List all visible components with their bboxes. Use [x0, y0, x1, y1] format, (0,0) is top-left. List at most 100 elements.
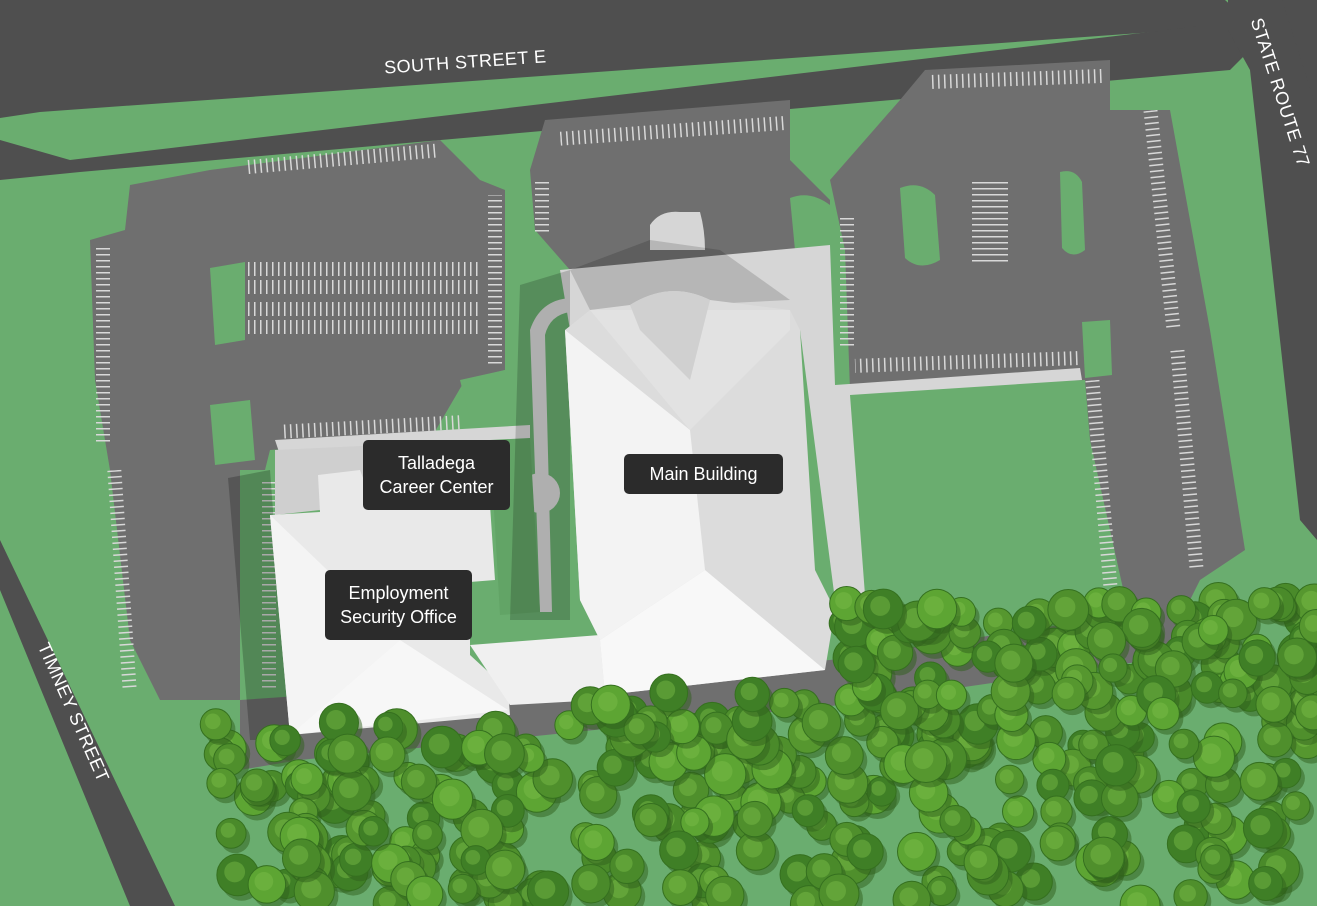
- tree: [791, 794, 825, 828]
- tree-highlight: [1285, 795, 1300, 810]
- tree-highlight: [1157, 785, 1175, 803]
- tree: [963, 844, 1000, 881]
- parking-stalls: [248, 280, 480, 294]
- tree: [431, 778, 474, 820]
- tree-highlight: [796, 891, 816, 906]
- tree-highlight: [224, 861, 246, 883]
- tree-highlight: [585, 782, 605, 802]
- tree-highlight: [887, 698, 907, 718]
- sidewalk-plaza: [560, 245, 1082, 600]
- tree: [705, 875, 745, 906]
- tree: [904, 740, 948, 783]
- tree-highlight: [711, 761, 733, 782]
- tree-highlight: [1200, 743, 1222, 764]
- tree: [837, 645, 876, 684]
- tree-highlight: [1152, 702, 1169, 719]
- tree: [1121, 607, 1162, 648]
- label-main-building-line1: Main Building: [649, 464, 758, 484]
- tree-highlight: [1102, 657, 1118, 673]
- tree-highlight: [452, 878, 467, 894]
- tree-highlight: [940, 684, 957, 700]
- parking-stalls: [1143, 109, 1181, 331]
- tree-highlight: [924, 596, 944, 616]
- tree-highlight: [1253, 592, 1270, 609]
- tree-highlight: [1245, 645, 1264, 665]
- label-employment-office-line1: Employment: [348, 583, 449, 603]
- parking-stalls: [248, 302, 480, 316]
- tree-highlight: [218, 748, 235, 765]
- tree-highlight: [740, 682, 758, 701]
- tree: [484, 733, 525, 774]
- tree: [358, 816, 389, 847]
- label-employment-office-line2: Security Office: [340, 607, 457, 627]
- tree: [818, 873, 860, 906]
- grass-island: [1082, 320, 1112, 378]
- tree: [801, 702, 842, 743]
- main-building-dome: [630, 291, 710, 380]
- tree-highlight: [491, 740, 512, 761]
- tree-highlight: [467, 736, 485, 754]
- tree-highlight: [326, 710, 346, 730]
- tree-highlight: [1107, 592, 1126, 611]
- tree: [892, 880, 932, 906]
- tree-highlight: [812, 859, 831, 878]
- tree-highlight: [839, 688, 857, 705]
- tree-highlight: [712, 882, 732, 902]
- tree-highlight: [378, 716, 393, 732]
- tree-highlight: [1097, 822, 1116, 841]
- tree: [824, 736, 864, 776]
- tree: [935, 679, 968, 711]
- tree: [577, 823, 615, 861]
- tree: [1200, 844, 1232, 876]
- tree-highlight: [1143, 682, 1163, 702]
- tree: [846, 833, 884, 871]
- grass-island: [210, 262, 245, 345]
- parking-stalls: [1085, 379, 1119, 601]
- tree: [215, 817, 247, 849]
- parking-stalls: [244, 143, 438, 175]
- tree-highlight: [578, 871, 598, 891]
- tree: [1218, 678, 1248, 709]
- tree-highlight: [981, 699, 998, 715]
- tree: [400, 763, 438, 800]
- tree-highlight: [363, 820, 378, 836]
- tree-highlight: [301, 878, 322, 899]
- grass-island: [1060, 171, 1085, 255]
- parking-stalls: [279, 415, 461, 439]
- tree-highlight: [603, 755, 622, 774]
- tree: [327, 733, 368, 774]
- tree: [484, 849, 526, 890]
- tree-highlight: [1093, 628, 1114, 648]
- tree: [994, 643, 1034, 683]
- tree: [447, 873, 478, 904]
- tree-highlight: [1173, 831, 1193, 851]
- tree: [994, 764, 1025, 795]
- tree: [412, 820, 443, 851]
- tree-highlight: [705, 717, 722, 734]
- tree: [880, 691, 920, 731]
- tree-highlight: [1161, 656, 1180, 676]
- tree-canopy: [199, 581, 1317, 906]
- tree-highlight: [670, 715, 688, 733]
- tree: [623, 712, 656, 746]
- tree-highlight: [628, 718, 645, 734]
- tree-highlight: [1304, 614, 1317, 632]
- label-main-building[interactable]: Main Building: [624, 454, 783, 494]
- tree-highlight: [1045, 800, 1062, 817]
- tree-highlight: [1196, 676, 1213, 693]
- label-career-center[interactable]: Talladega Career Center: [363, 440, 510, 510]
- tree-highlight: [1055, 596, 1076, 618]
- tree: [1298, 609, 1317, 644]
- label-employment-office[interactable]: Employment Security Office: [325, 570, 472, 640]
- tree: [1146, 696, 1180, 731]
- tree: [269, 724, 301, 757]
- grass-island: [460, 370, 505, 420]
- tree-highlight: [1275, 762, 1291, 778]
- tree-highlight: [1250, 815, 1271, 836]
- tree: [1047, 589, 1090, 631]
- building-shadow: [510, 270, 570, 620]
- tree-highlight: [1083, 734, 1098, 750]
- parking-stalls: [854, 350, 1081, 373]
- tree-highlight: [439, 786, 460, 807]
